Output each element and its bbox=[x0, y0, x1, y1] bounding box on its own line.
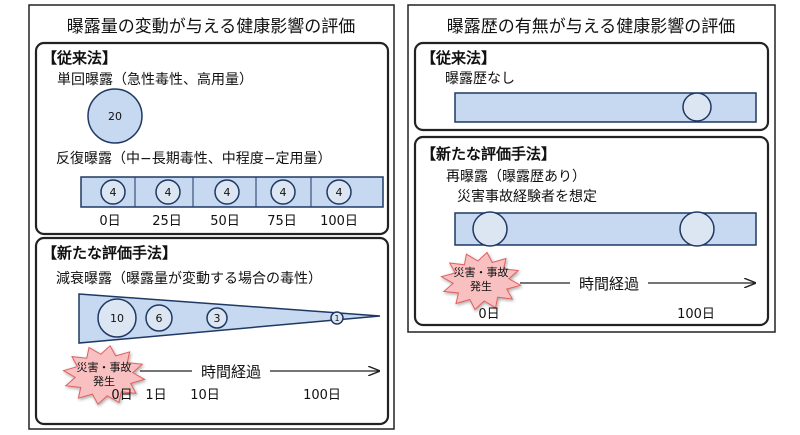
repeated-dose-value: 4 bbox=[224, 186, 231, 199]
right-new-method-header: 【新たな評価手法】 bbox=[421, 145, 556, 163]
decay-dose-value: 6 bbox=[156, 312, 163, 325]
repeated-exposure-label: 反復曝露（中−長期毒性、中程度−定用量） bbox=[56, 150, 331, 167]
decay-dose-value: 1 bbox=[334, 314, 339, 323]
repeated-dividers bbox=[134, 177, 312, 207]
repeated-day-labels: 0日 25日 50日 75日 100日 bbox=[99, 214, 358, 229]
left-new-method-header: 【新たな評価手法】 bbox=[42, 244, 177, 262]
single-exposure-label: 単回曝露（急性毒性、高用量） bbox=[57, 71, 253, 88]
right-conventional-header: 【従来法】 bbox=[421, 49, 496, 67]
decay-dose-circle bbox=[330, 311, 344, 325]
no-history-dose-circle bbox=[682, 92, 712, 122]
right-time-label-bg bbox=[570, 273, 648, 293]
right-event-burst bbox=[440, 251, 522, 311]
repeated-day-label: 50日 bbox=[210, 214, 240, 229]
repeated-dose-circle bbox=[326, 179, 352, 205]
decay-day-label: 1日 bbox=[145, 388, 166, 403]
left-time-label-bg bbox=[192, 361, 270, 381]
repeated-day-label: 25日 bbox=[152, 214, 182, 229]
repeated-dose-value: 4 bbox=[280, 186, 287, 199]
single-dose-circle bbox=[87, 88, 143, 144]
right-event-label-line2: 発生 bbox=[470, 279, 492, 293]
decay-dose-circles: 10 6 3 1 bbox=[97, 298, 344, 338]
decay-dose-circle bbox=[206, 307, 228, 329]
left-event-burst bbox=[62, 345, 146, 405]
repeated-day-label: 100日 bbox=[320, 214, 358, 229]
right-day-label-0: 0日 bbox=[478, 307, 499, 322]
right-time-label: 時間経過 bbox=[579, 275, 639, 293]
repeated-dose-circle bbox=[155, 179, 181, 205]
decay-day-labels: 0日 1日 10日 100日 bbox=[111, 388, 341, 403]
decay-dose-circle bbox=[97, 298, 137, 338]
repeated-day-label: 0日 bbox=[99, 214, 120, 229]
disaster-experience-label: 災害事故経験者を想定 bbox=[457, 189, 597, 205]
left-conventional-header: 【従来法】 bbox=[42, 49, 117, 67]
first-exposure-circle bbox=[472, 211, 508, 247]
repeated-dose-value: 4 bbox=[165, 186, 172, 199]
left-panel-title: 曝露量の変動が与える健康影響の評価 bbox=[67, 17, 356, 37]
left-event-label-line1: 災害・事故 bbox=[77, 360, 132, 374]
decay-dose-circle bbox=[145, 304, 173, 332]
decay-day-label: 100日 bbox=[303, 388, 341, 403]
repeated-dose-value: 4 bbox=[110, 186, 117, 199]
decay-day-label: 10日 bbox=[190, 388, 220, 403]
re-exposure-circle bbox=[679, 211, 715, 247]
repeated-dose-circle bbox=[214, 179, 240, 205]
right-day-label-1: 100日 bbox=[677, 307, 715, 322]
decay-dose-value: 3 bbox=[214, 312, 221, 325]
right-panel-title: 曝露歴の有無が与える健康影響の評価 bbox=[447, 17, 736, 37]
single-dose-value: 20 bbox=[108, 110, 122, 123]
left-event-label-line2: 発生 bbox=[93, 374, 115, 388]
repeated-day-label: 75日 bbox=[267, 214, 297, 229]
no-history-label: 曝露歴なし bbox=[445, 71, 515, 87]
repeated-dose-circles: 4 4 4 4 4 bbox=[100, 179, 352, 205]
right-event-label-line1: 災害・事故 bbox=[454, 265, 509, 279]
decay-dose-value: 10 bbox=[110, 312, 124, 325]
decay-exposure-label: 減衰曝露（曝露量が変動する場合の毒性） bbox=[56, 270, 322, 287]
decay-day-label: 0日 bbox=[111, 388, 132, 403]
left-time-label: 時間経過 bbox=[201, 363, 261, 381]
repeated-dose-value: 4 bbox=[336, 186, 343, 199]
reexposure-label: 再曝露（曝露歴あり） bbox=[446, 169, 586, 185]
repeated-dose-circle bbox=[270, 179, 296, 205]
repeated-dose-circle bbox=[100, 179, 126, 205]
